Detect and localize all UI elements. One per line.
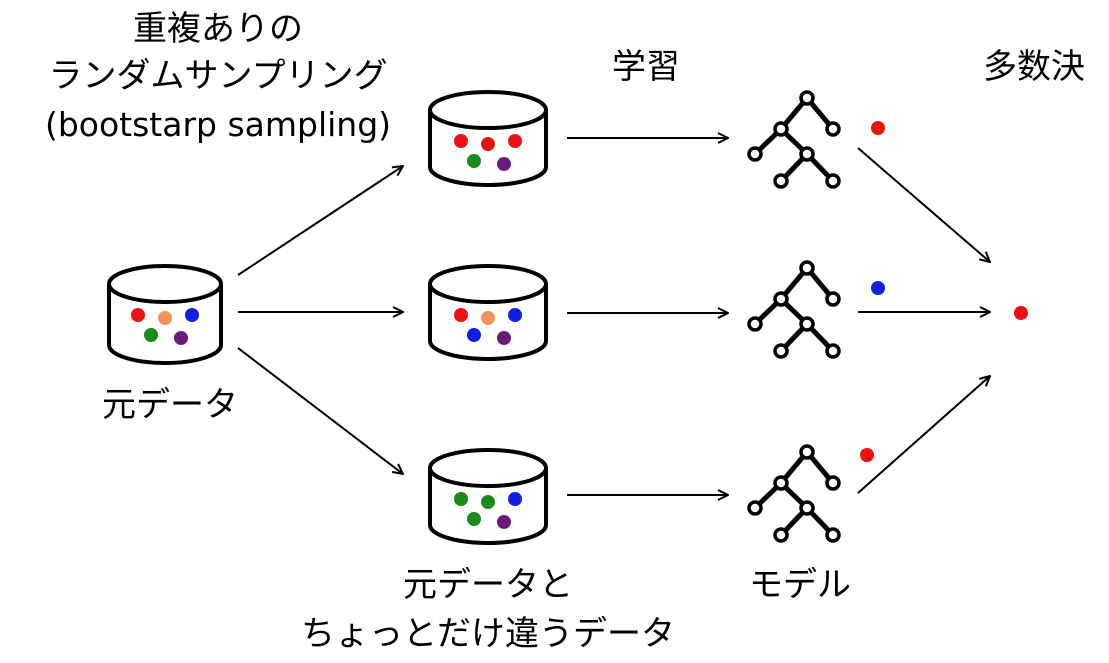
data-point-dot [508, 308, 522, 322]
cylinder-top [428, 90, 548, 130]
sample-2-cylinder [428, 264, 548, 361]
model-3-prediction-dot [860, 448, 874, 462]
tree-node [825, 173, 841, 189]
cylinder-top [107, 264, 223, 304]
data-point-dot [467, 154, 481, 168]
model-2-tree-icon [747, 260, 841, 359]
tree-node [825, 475, 841, 491]
tree-node [799, 444, 815, 460]
data-point-dot [508, 134, 522, 148]
arrow-original-to-sample-1 [237, 166, 403, 276]
tree-node [773, 475, 789, 491]
data-point-dot [497, 157, 511, 171]
tree-node [799, 146, 815, 162]
tree-node [773, 527, 789, 543]
data-point-dot [481, 495, 495, 509]
tree-node [825, 121, 841, 137]
data-point-dot [174, 331, 188, 345]
data-point-dot [497, 331, 511, 345]
cylinder-top [428, 264, 548, 304]
model-label: モデル [749, 565, 851, 605]
tree-node [773, 173, 789, 189]
learning-label: 学習 [612, 47, 680, 87]
original-data-cylinder [107, 264, 223, 365]
tree-node [747, 316, 763, 332]
tree-node [773, 121, 789, 137]
data-point-dot [497, 515, 511, 529]
arrow-original-to-sample-3 [237, 347, 403, 474]
tree-node [799, 260, 815, 276]
data-point-dot [144, 328, 158, 342]
tree-node [825, 291, 841, 307]
data-point-dot [467, 512, 481, 526]
data-point-dot [454, 134, 468, 148]
variant-data-label-line2: ちょっとだけ違うデータ [301, 614, 675, 654]
data-point-dot [481, 311, 495, 325]
tree-node [747, 146, 763, 162]
sampling-label-line2: ランダムサンプリング [49, 56, 388, 96]
tree-node [747, 500, 763, 516]
sampling-label-line1: 重複ありの [133, 9, 303, 49]
model-1-tree-icon [747, 90, 841, 189]
arrow-model-3-to-vote [857, 376, 990, 494]
arrow-model-1-to-vote [857, 147, 990, 262]
tree-node [825, 527, 841, 543]
tree-node [825, 343, 841, 359]
data-point-dot [185, 308, 199, 322]
tree-node [799, 500, 815, 516]
tree-node [773, 343, 789, 359]
data-point-dot [454, 492, 468, 506]
final-prediction-dot [1014, 306, 1028, 320]
data-point-dot [131, 308, 145, 322]
model-2-prediction-dot [871, 281, 885, 295]
data-point-dot [481, 137, 495, 151]
tree-node [773, 291, 789, 307]
data-point-dot [454, 308, 468, 322]
model-1-prediction-dot [871, 121, 885, 135]
variant-data-label-line1: 元データと [403, 565, 573, 605]
sample-1-cylinder [428, 90, 548, 187]
tree-node [799, 316, 815, 332]
sampling-label-line3: (bootstarp sampling) [45, 105, 391, 144]
sample-3-cylinder [428, 448, 548, 545]
majority-vote-label: 多数決 [983, 47, 1085, 87]
cylinder-top [428, 448, 548, 488]
original-data-label: 元データ [102, 385, 238, 425]
tree-node [799, 90, 815, 106]
data-point-dot [467, 328, 481, 342]
model-3-tree-icon [747, 444, 841, 543]
data-point-dot [158, 311, 172, 325]
data-point-dot [508, 492, 522, 506]
